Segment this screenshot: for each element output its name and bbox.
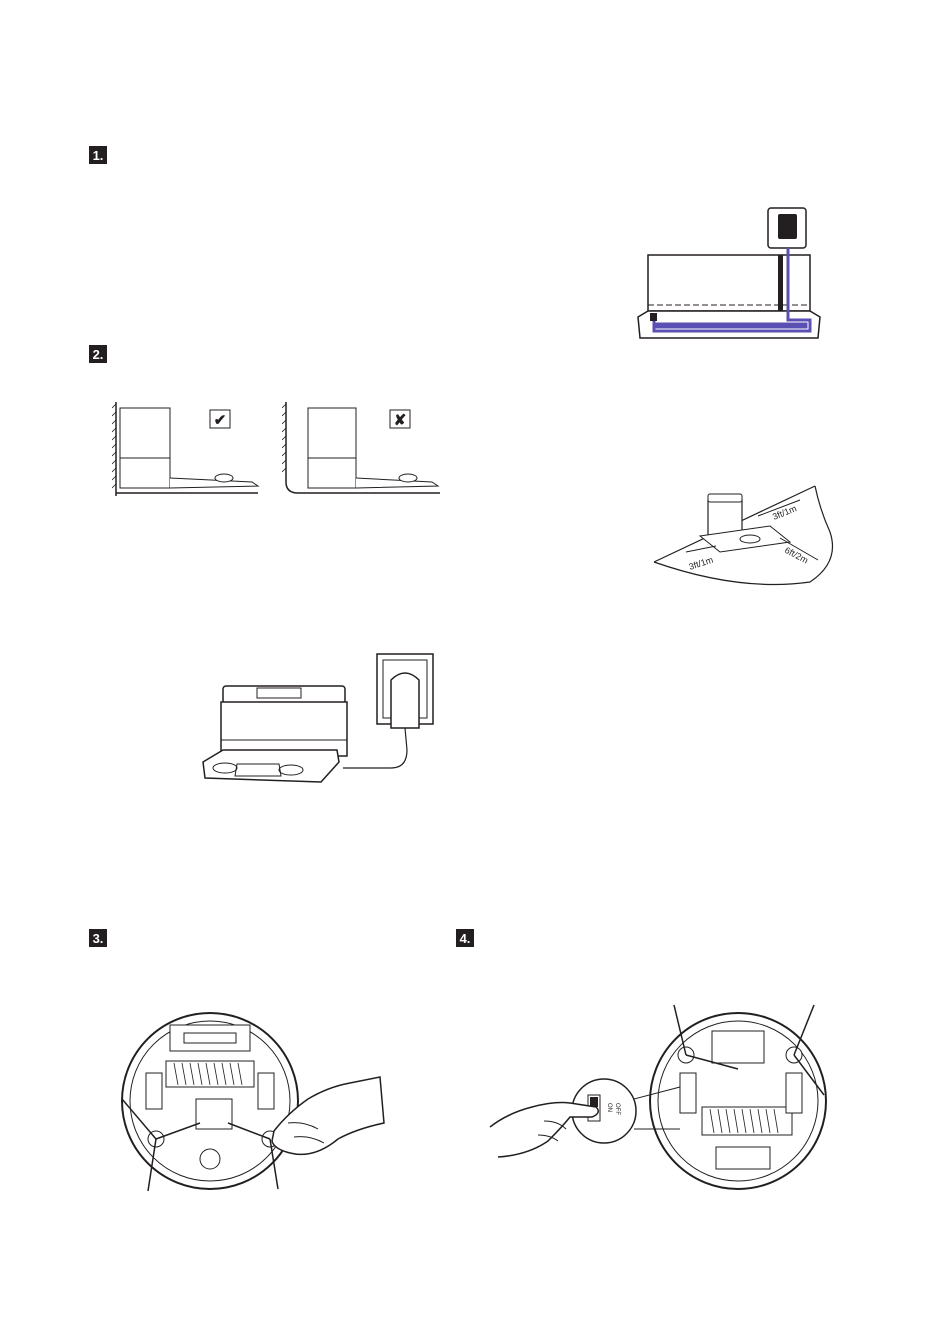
cable-routing-figure xyxy=(630,205,830,345)
clearance-zone-figure: 3ft/1m 3ft/1m 6ft/2m xyxy=(650,482,845,592)
step-3-badge: 3. xyxy=(89,929,107,947)
adapter-cable xyxy=(343,728,407,768)
clearance-left-label: 3ft/1m xyxy=(688,555,715,572)
step-4-badge: 4. xyxy=(456,929,474,947)
switch-on-label: ON xyxy=(606,1103,612,1112)
power-adapter xyxy=(391,673,419,728)
dock-body xyxy=(648,255,810,311)
correct-placement-figure: ✔ xyxy=(112,400,262,500)
main-brush xyxy=(702,1107,792,1135)
robot-power-switch-step4-figure: ON OFF xyxy=(488,1003,838,1193)
step-2-badge: 2. xyxy=(89,345,107,363)
wrong-x-icon: ✘ xyxy=(394,412,407,429)
switch-off-label: OFF xyxy=(614,1103,620,1115)
dock-plugged-figure xyxy=(195,650,440,795)
wrong-placement-figure: ✘ xyxy=(282,400,444,500)
dock-body xyxy=(221,702,347,756)
robot-underside-step3-figure xyxy=(118,1003,393,1193)
step-1-badge: 1. xyxy=(89,146,107,164)
correct-check-icon: ✔ xyxy=(214,412,227,429)
